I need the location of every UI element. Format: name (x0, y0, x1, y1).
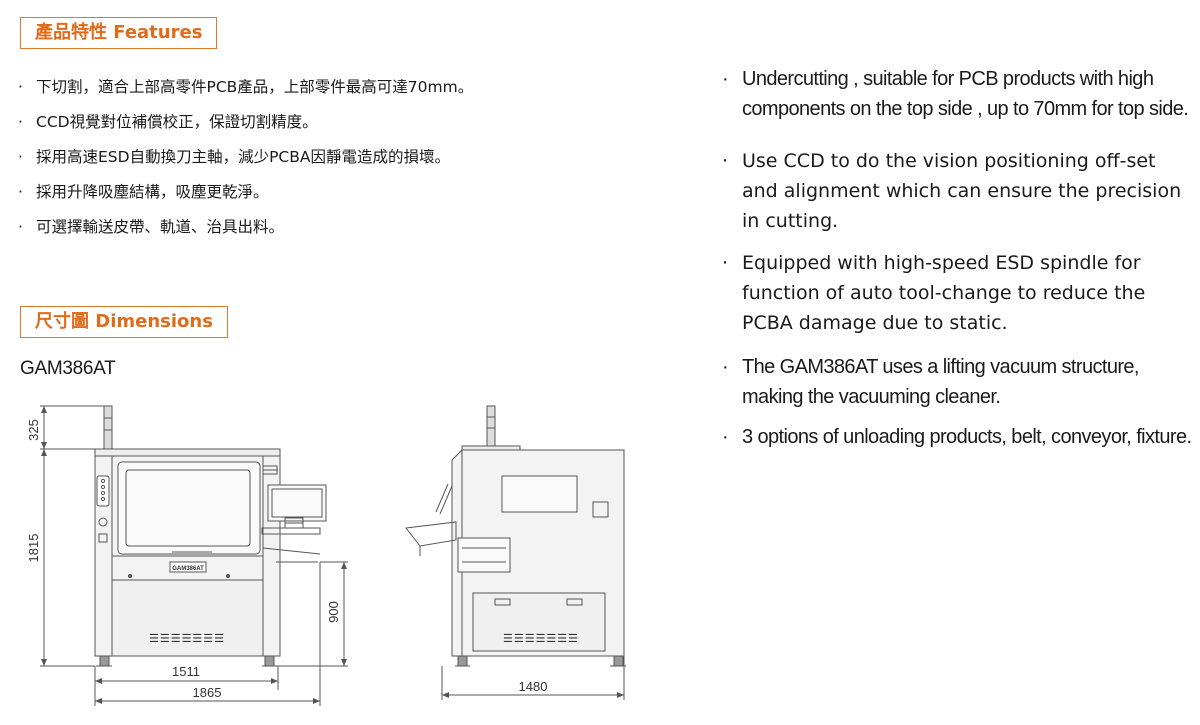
dimension-drawing: GAM386AT ☰☰☰☰☰☰☰ ☰☰☰☰☰☰☰ 325 1815 900 15… (26, 405, 626, 706)
list-item: ·CCD視覺對位補償校正，保證切割精度。 (18, 113, 318, 131)
list-item: ·Use CCD to do the vision positioning of… (722, 150, 1182, 232)
list-item: ·Equipped with high-speed ESD spindle fo… (722, 252, 1146, 334)
dim-label-325: 325 (26, 419, 41, 441)
list-item: ·Undercutting , suitable for PCB product… (722, 68, 1189, 120)
zh-feature-list: ·下切割，適合上部高零件PCB產品，上部零件最高可達70mm。 ·CCD視覺對位… (18, 70, 473, 245)
model-name: GAM386AT (20, 358, 116, 379)
dim-label-1815: 1815 (26, 534, 41, 563)
vent-text-side: ☰☰☰☰☰☰☰ (503, 633, 579, 645)
list-item: ·採用升降吸塵結構，吸塵更乾淨。 (18, 183, 269, 201)
dim-label-1865: 1865 (193, 685, 222, 700)
list-item: ·The GAM386AT uses a lifting vacuum stru… (722, 356, 1139, 408)
list-item: ·3 options of unloading products, belt, … (722, 426, 1192, 448)
dimensions-heading: 尺寸圖 Dimensions (20, 306, 228, 338)
dim-label-1511: 1511 (172, 664, 200, 679)
dim-label-900: 900 (326, 601, 341, 623)
en-feature-list: ·Undercutting , suitable for PCB product… (722, 64, 1192, 452)
machine-label: GAM386AT (172, 566, 204, 572)
features-heading: 產品特性 Features (20, 17, 218, 49)
vent-text-front: ☰☰☰☰☰☰☰ (149, 633, 225, 645)
list-item: ·採用高速ESD自動換刀主軸，減少PCBA因靜電造成的損壞。 (18, 148, 450, 166)
list-item: ·下切割，適合上部高零件PCB產品，上部零件最高可達70mm。 (18, 78, 474, 96)
dim-label-1480: 1480 (519, 679, 548, 694)
list-item: ·可選擇輸送皮帶、軌道、治具出料。 (18, 218, 285, 236)
